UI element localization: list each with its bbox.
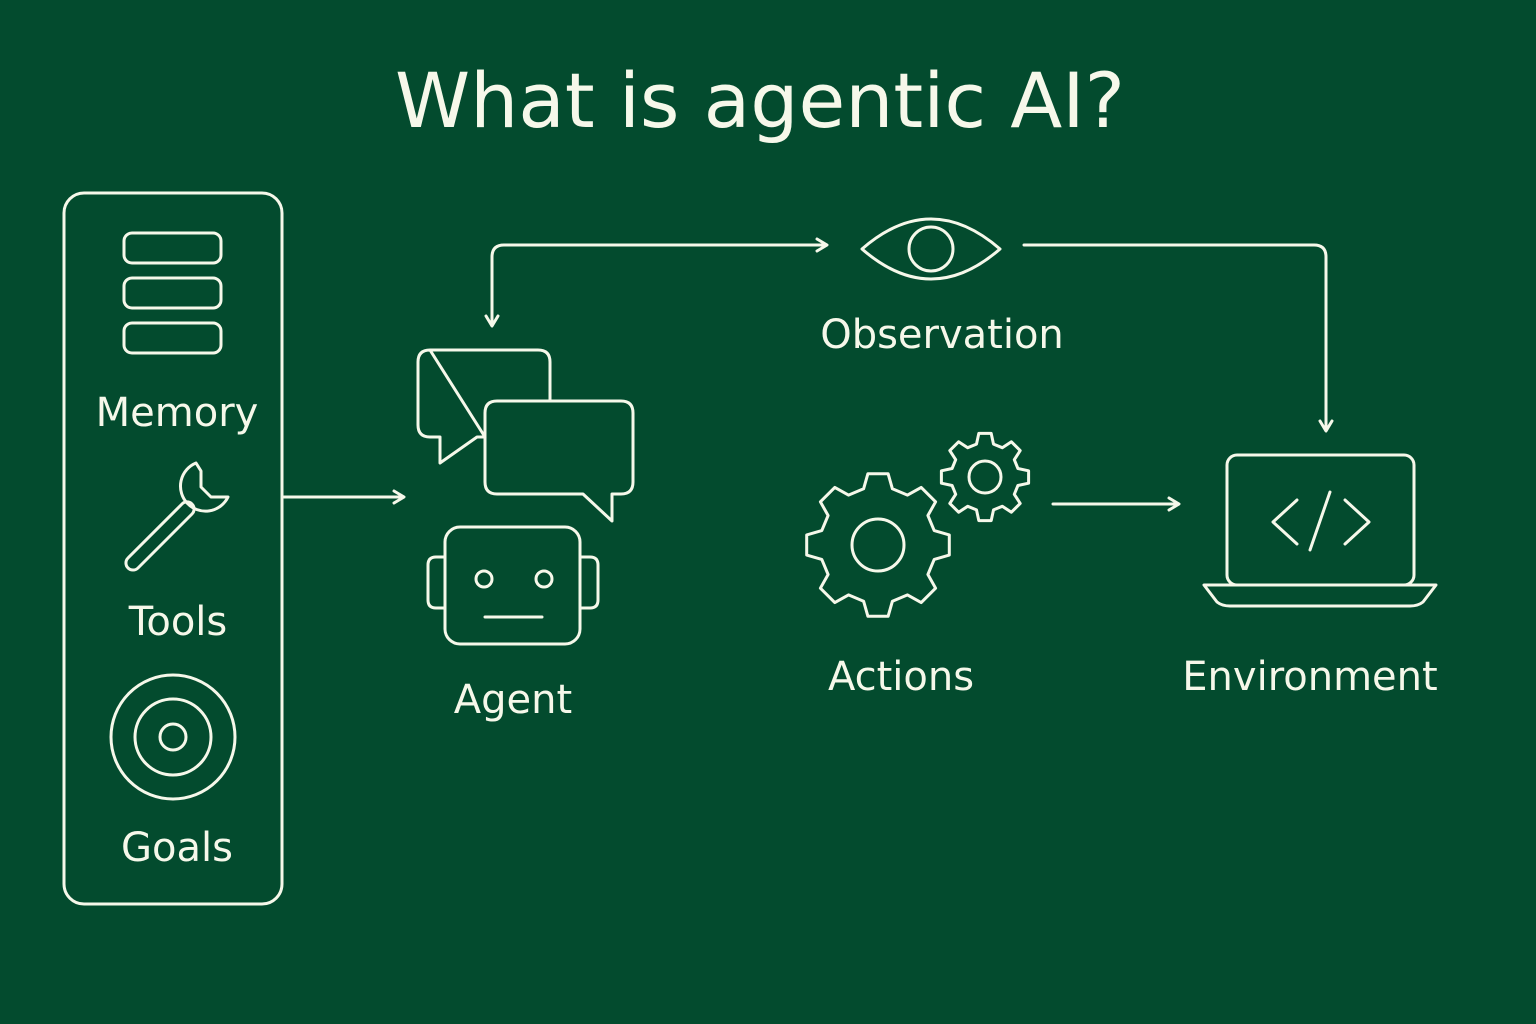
code-slash (1308, 490, 1332, 552)
observation-label: Observation (820, 312, 1064, 358)
gear-small (939, 431, 1031, 523)
code-bracket-left (1271, 498, 1299, 546)
robot-head (443, 525, 582, 646)
robot-right-eye (534, 569, 554, 589)
laptop-base (1202, 583, 1438, 608)
robot-with-chat-bubbles-icon (416, 348, 635, 646)
tools-label: Tools (128, 599, 228, 645)
agent-label: Agent (454, 677, 572, 723)
actions-label: Actions (828, 654, 974, 700)
robot-right-ear (578, 555, 600, 610)
page-title: What is agentic AI? (395, 56, 1125, 145)
panel-frame (62, 191, 284, 906)
agent-components-panel: Memory Tools Goals (62, 191, 284, 906)
target-icon (109, 673, 237, 801)
observation-to-environment-arrow (1022, 243, 1334, 433)
goals-label: Goals (121, 825, 233, 871)
robot-left-eye (474, 569, 494, 589)
chat-bubble-back (416, 348, 552, 465)
stack-icon (122, 231, 223, 355)
gear-large (805, 472, 951, 618)
gear-large-hub (850, 517, 906, 573)
robot-left-ear (426, 555, 447, 610)
wrench-icon (124, 461, 230, 572)
gear-small-hub (967, 459, 1003, 495)
agent-observation-loop-arrow (490, 237, 829, 327)
laptop-code-icon (1202, 453, 1438, 608)
code-bracket-right (1343, 498, 1371, 546)
gears-icon (805, 431, 1031, 618)
chat-bubble-front (483, 399, 635, 523)
eye-icon (860, 217, 1002, 281)
memory-label: Memory (96, 390, 259, 436)
environment-label: Environment (1182, 654, 1437, 700)
